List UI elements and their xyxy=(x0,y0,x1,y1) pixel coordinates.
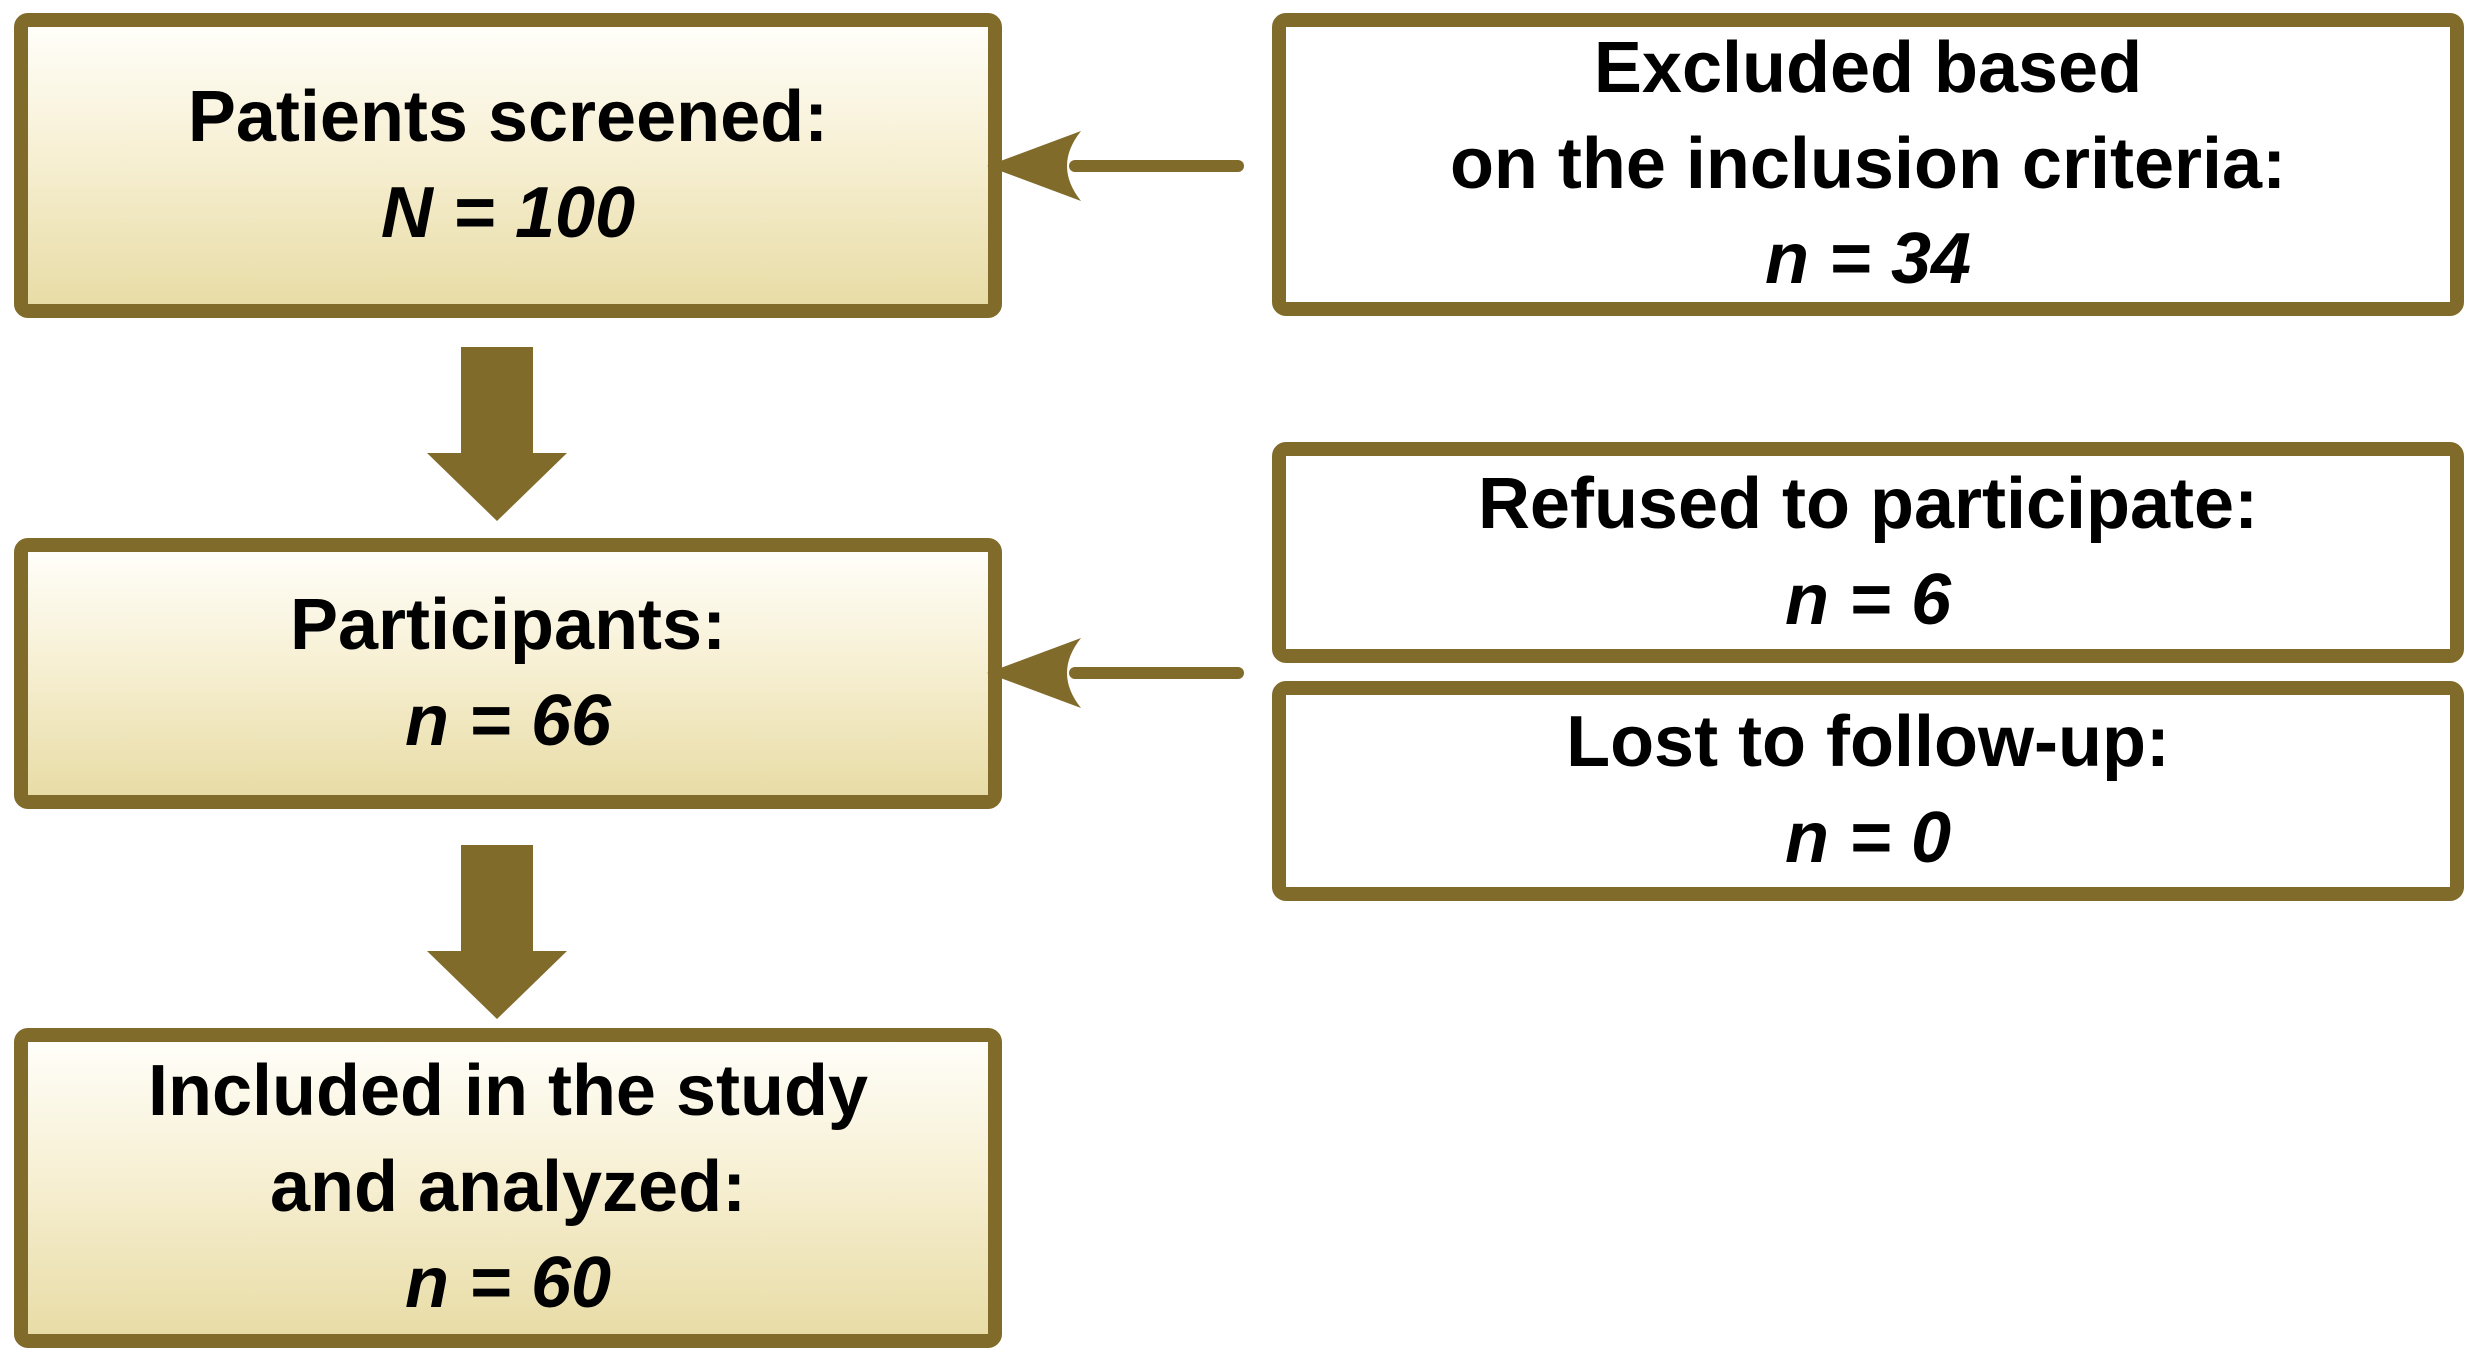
box-label: Excluded based xyxy=(1593,27,2143,108)
box-count: n = 0 xyxy=(1784,798,1952,878)
left-arrow-icon xyxy=(985,128,1250,204)
box-excluded: Excluded based on the inclusion criteria… xyxy=(1272,13,2464,316)
box-label: on the inclusion criteria: xyxy=(1449,123,2287,204)
box-count: n = 6 xyxy=(1784,559,1952,640)
box-count: n = 60 xyxy=(404,1242,612,1323)
box-label: Lost to follow-up: xyxy=(1566,702,2170,783)
box-patients-screened: Patients screened: N = 100 xyxy=(14,13,1002,318)
box-count: N = 100 xyxy=(380,172,636,253)
down-arrow-icon xyxy=(427,845,567,1019)
box-label: Participants: xyxy=(289,584,727,665)
left-arrow-icon xyxy=(985,635,1250,711)
box-participants: Participants: n = 66 xyxy=(14,538,1002,809)
box-count: n = 66 xyxy=(404,680,612,761)
down-arrow-icon xyxy=(427,347,567,521)
box-label: Patients screened: xyxy=(187,76,829,157)
box-label: and analyzed: xyxy=(269,1147,747,1228)
box-count: n = 34 xyxy=(1764,219,1972,300)
box-refused-to-participate: Refused to participate: n = 6 xyxy=(1272,442,2464,663)
box-included-analyzed: Included in the study and analyzed: n = … xyxy=(14,1028,1002,1348)
box-label: Included in the study xyxy=(147,1051,869,1132)
box-label: Refused to participate: xyxy=(1477,463,2259,544)
box-lost-to-follow-up: Lost to follow-up: n = 0 xyxy=(1272,681,2464,901)
